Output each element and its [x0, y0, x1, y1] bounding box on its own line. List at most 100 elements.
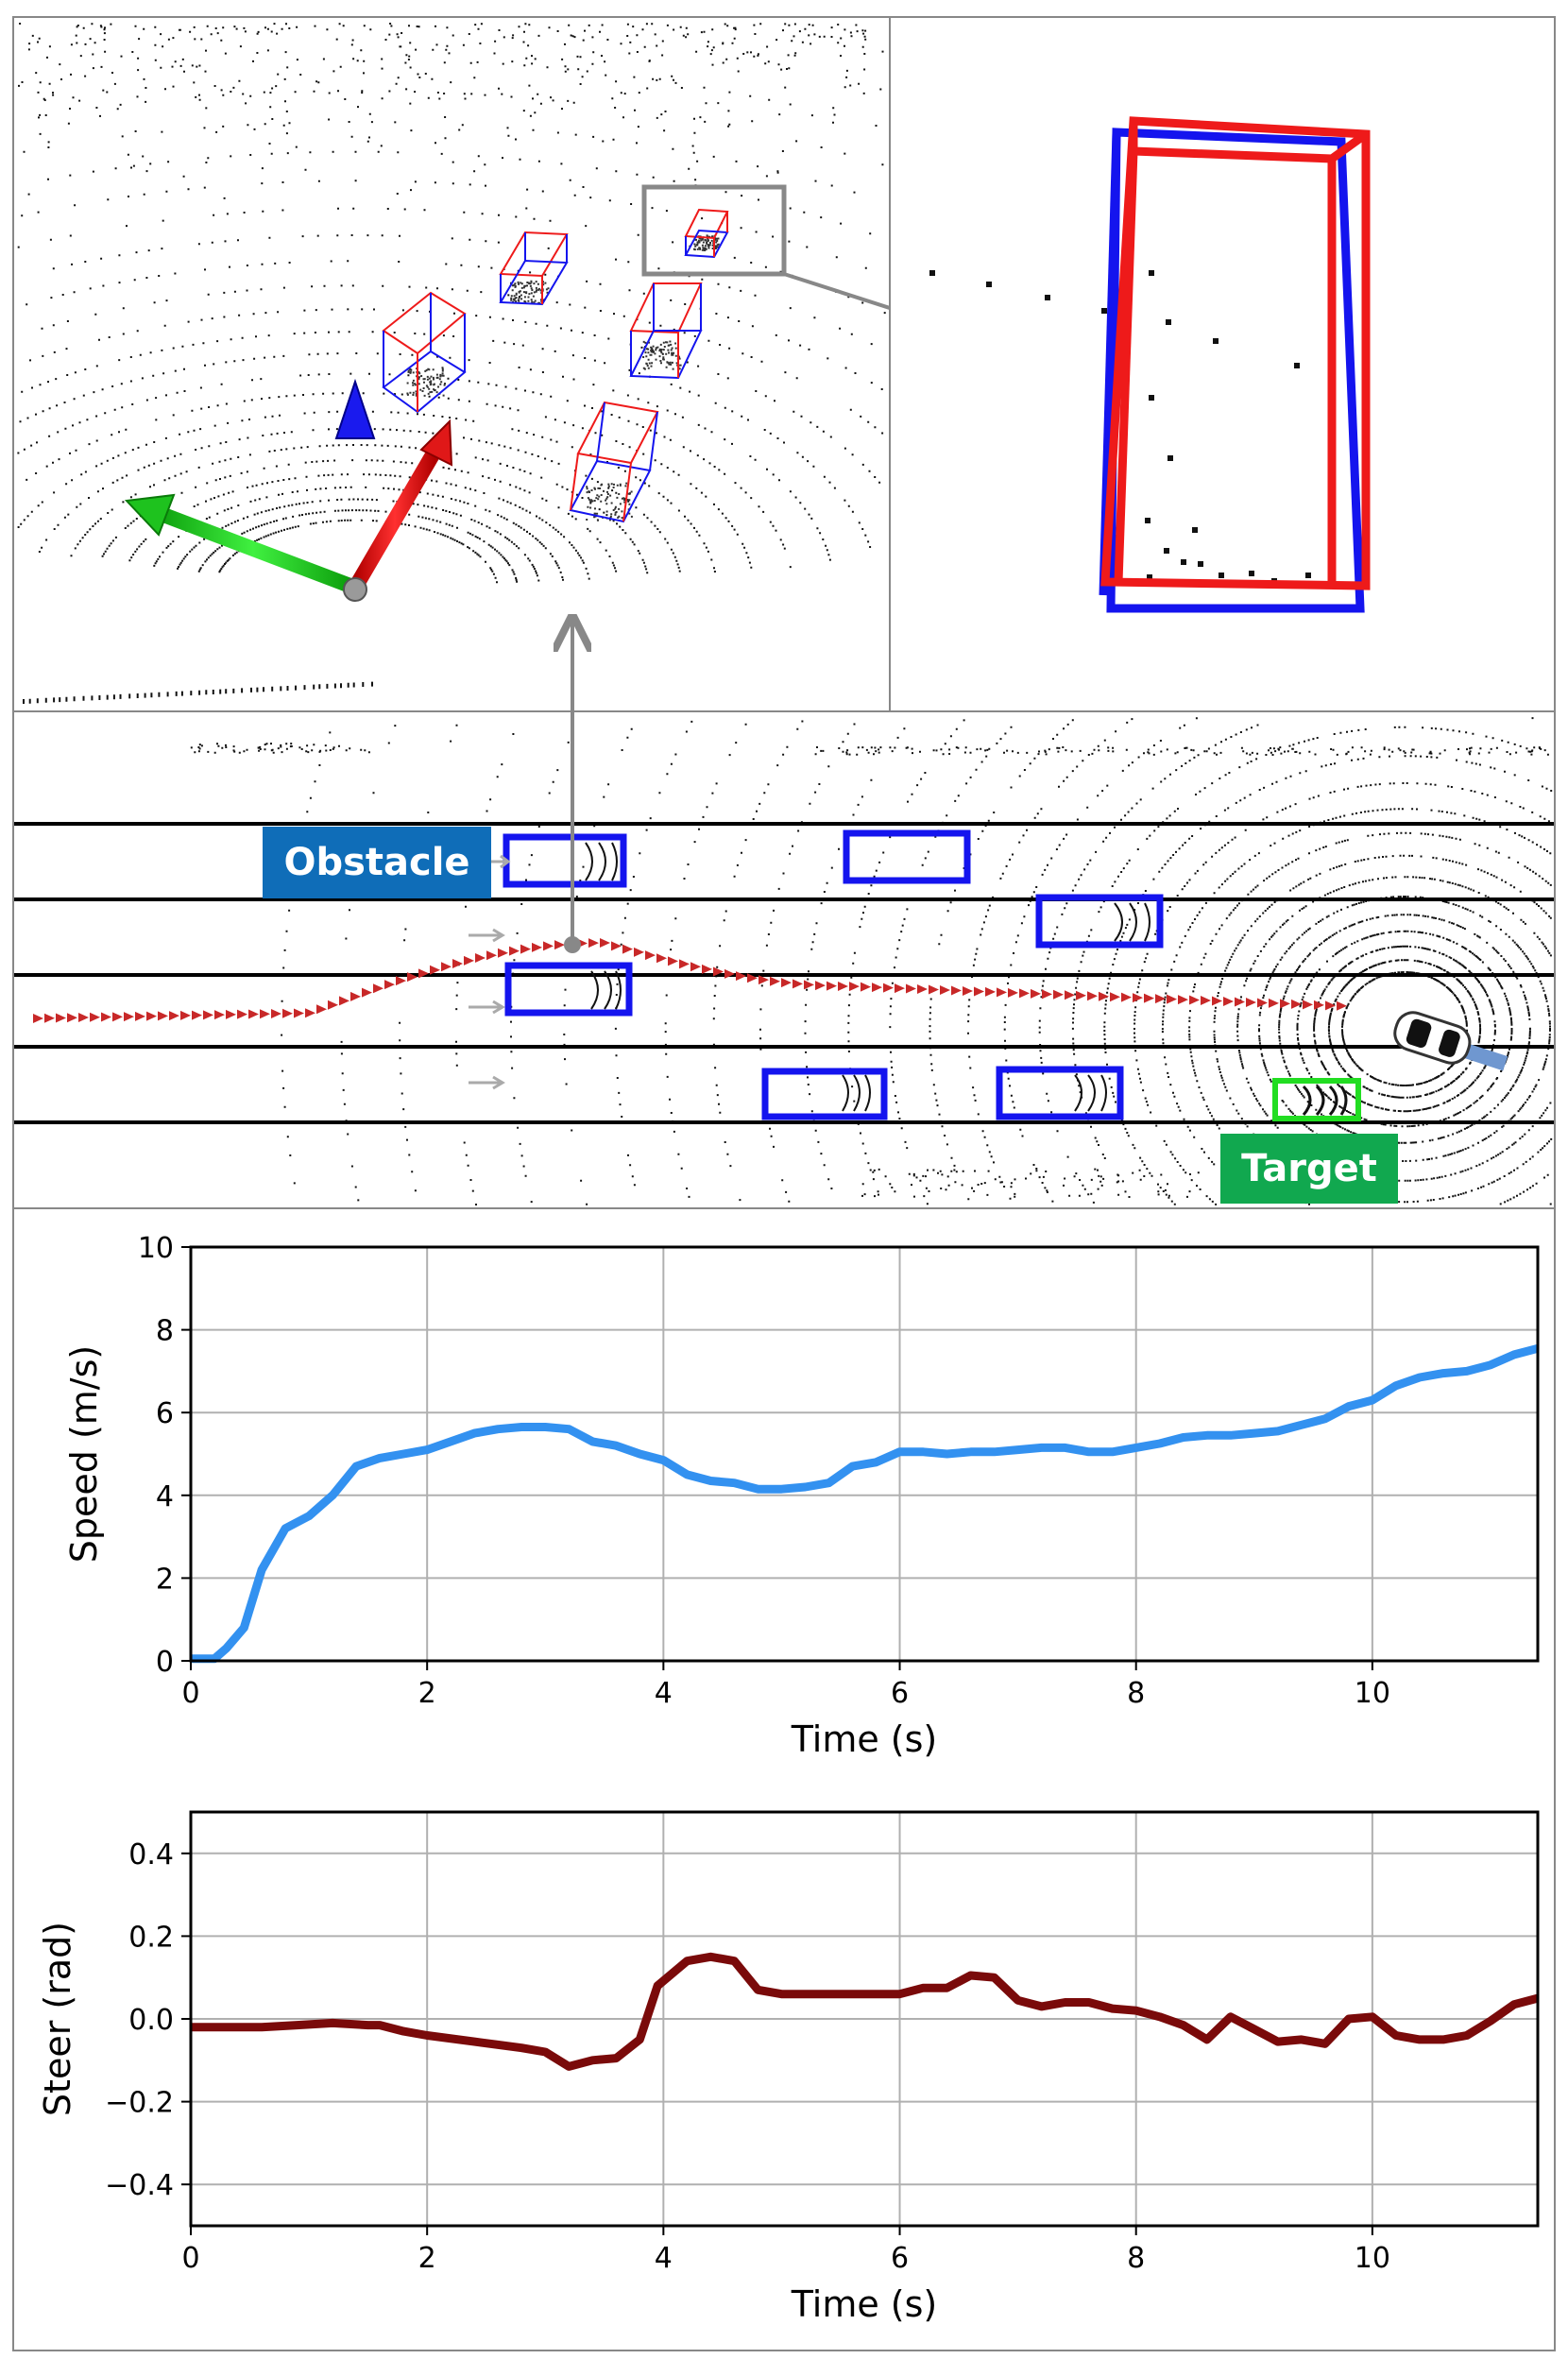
y-tick-label: 8 [156, 1315, 174, 1348]
obstacle-scan-marks [585, 842, 1150, 1112]
trajectory-marker [203, 1010, 213, 1020]
x-tick-label: 6 [891, 1677, 909, 1710]
trajectory-marker [849, 982, 860, 992]
trajectory-marker [158, 1011, 168, 1021]
trajectory-marker [917, 984, 928, 995]
trajectory-marker [793, 979, 803, 989]
trajectory-marker [362, 987, 372, 998]
x-tick-label: 8 [1127, 2242, 1145, 2275]
trajectory-marker [804, 980, 814, 990]
trajectory-marker [872, 983, 882, 993]
trajectory-marker [940, 985, 950, 995]
trajectory-marker [305, 1008, 315, 1018]
trajectory-marker [67, 1013, 77, 1023]
trajectory-marker [214, 1010, 225, 1020]
trajectory-marker [124, 1012, 134, 1022]
trajectory-marker [634, 947, 644, 957]
target-label-bg [1220, 1134, 1398, 1204]
detection-box-4 [569, 401, 659, 523]
trajectory-marker [611, 941, 622, 951]
trajectory-marker [1246, 997, 1256, 1007]
trajectory-marker [906, 983, 916, 994]
y-tick-label: 6 [156, 1397, 174, 1430]
trajectory-marker [475, 952, 486, 963]
trajectory-marker [271, 1008, 281, 1018]
obstacle-label-bg [263, 827, 491, 898]
trajectory-marker [600, 938, 610, 948]
trajectory-marker [101, 1012, 111, 1022]
trajectory-marker [180, 1010, 191, 1020]
coordinate-axes [124, 378, 453, 602]
detection-box-1 [382, 291, 467, 414]
trajectory-marker [974, 986, 984, 997]
trajectory-marker [452, 958, 463, 968]
detection-box-2 [499, 231, 569, 306]
x-axis-label: Time (s) [791, 1718, 938, 1760]
trajectory-marker [248, 1009, 259, 1019]
y-tick-label: 0.4 [128, 1838, 174, 1872]
x-tick-label: 10 [1355, 2242, 1390, 2275]
trajectory-marker [985, 986, 996, 997]
trajectory-marker [33, 1014, 43, 1023]
trajectory-marker [1121, 992, 1132, 1002]
x-tick-label: 2 [418, 2242, 436, 2275]
trajectory-marker [929, 984, 939, 995]
trajectory-marker [316, 1004, 327, 1015]
trajectory-marker [622, 944, 633, 954]
trajectory-marker [736, 971, 746, 982]
trajectory-marker [1076, 990, 1086, 1000]
trajectory-marker [702, 964, 712, 974]
trajectory-marker [883, 983, 894, 993]
lidar-3d-panel-border [12, 16, 891, 712]
y-axis-arrow-red [419, 419, 453, 467]
trajectory-marker [781, 978, 792, 988]
trajectory-marker [554, 940, 565, 950]
trajectory-marker [520, 944, 531, 954]
trajectory-marker [1314, 1000, 1324, 1010]
x-tick-label: 4 [655, 2242, 673, 2275]
trajectory-marker [90, 1012, 100, 1022]
trajectory-marker [384, 980, 395, 990]
trajectory-marker [350, 991, 361, 1001]
y-tick-label: 10 [138, 1232, 174, 1265]
trajectory-marker [418, 968, 429, 979]
trajectory-marker [237, 1009, 247, 1019]
trajectory-marker [441, 962, 452, 972]
lidar-3d-panel [12, 16, 996, 712]
trajectory-marker [1155, 994, 1166, 1004]
trajectory-marker [294, 1008, 304, 1018]
trajectory-marker [226, 1009, 236, 1019]
trajectory-marker [339, 996, 349, 1006]
zoom-panel [889, 16, 1556, 712]
trajectory-marker [509, 946, 520, 956]
trajectory-marker [1280, 999, 1290, 1009]
series-line-0 [191, 1343, 1540, 1664]
lane-lines [14, 822, 1554, 1124]
trajectory-marker [690, 962, 701, 972]
trajectory-marker [1178, 995, 1188, 1005]
trajectory-marker [1201, 996, 1211, 1006]
obstacle-label: Obstacle [283, 841, 469, 884]
trajectory-marker [1133, 993, 1143, 1003]
axes-origin-sphere [343, 577, 367, 602]
y-tick-label: −0.4 [105, 2169, 174, 2202]
trajectory-marker [1065, 990, 1075, 1000]
trajectory-marker [1325, 1000, 1336, 1011]
x-axis-arrow-green [124, 493, 176, 537]
trajectory-marker [770, 976, 780, 986]
trajectory-marker [146, 1011, 157, 1021]
y-tick-label: 0 [156, 1646, 174, 1679]
ego-car [1393, 1011, 1508, 1071]
trajectory-marker [543, 941, 554, 951]
trajectory-marker [656, 953, 667, 964]
trajectory-marker [758, 975, 769, 985]
trajectory-marker [1144, 993, 1154, 1003]
trajectory-marker [1303, 1000, 1313, 1010]
trajectory-marker [464, 955, 474, 966]
trajectory-marker [1212, 996, 1222, 1006]
trajectory-marker [747, 973, 758, 983]
trajectory-marker [373, 983, 383, 994]
